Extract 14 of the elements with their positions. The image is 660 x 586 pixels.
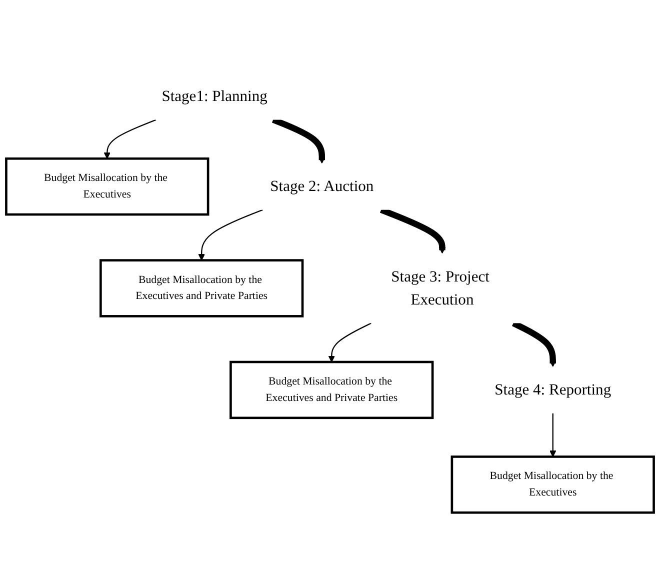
arrow [328, 322, 372, 362]
node-box: Budget Misallocation by the Executives [5, 158, 210, 216]
node-box: Budget Misallocation by the Executives [450, 456, 655, 514]
arrow [198, 209, 263, 261]
node-text: Stage 2: Auction [270, 178, 374, 196]
node-text: Stage1: Planning [162, 88, 268, 106]
node-box: Budget Misallocation by the Executives and Private Parties [230, 360, 434, 420]
node-box: Budget Misallocation by the Executives and Private Parties [100, 259, 304, 318]
arrow [380, 207, 446, 254]
node-text: Stage 4: Reporting [494, 382, 612, 399]
arrow [549, 413, 556, 458]
arrow [104, 119, 156, 159]
arrow [272, 117, 326, 164]
node-text: Stage 3: Project Execution [391, 268, 490, 309]
